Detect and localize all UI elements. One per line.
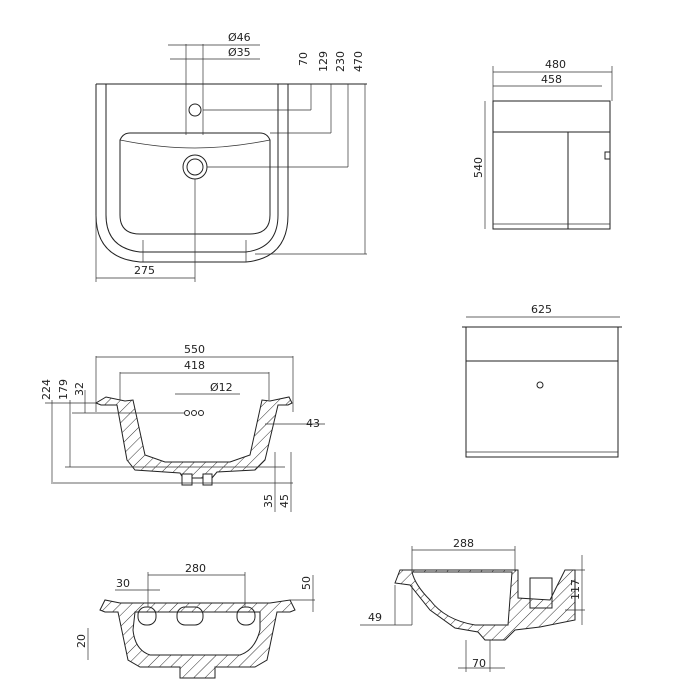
wall-43: 43 [306,417,320,430]
dia-46-label: Ø46 [228,31,251,44]
tap-hole [188,103,202,117]
dim-275: 275 [134,264,155,277]
height-224: 224 [40,379,53,400]
top-view: Ø46 Ø35 70 129 230 470 275 [95,31,367,282]
cabinet-side-view: 480 458 540 [472,58,613,230]
dim-288: 288 [453,537,474,550]
overflow-slot-left [137,606,157,626]
overflow-slot-center [176,606,204,626]
dim-20: 20 [75,634,88,648]
dim-129: 129 [317,51,330,72]
section-view: 550 418 Ø12 43 224 179 32 35 45 [40,343,325,512]
dim-50: 50 [300,576,313,590]
width-418: 418 [184,359,205,372]
dim-70-side: 70 [472,657,486,670]
dim-30: 30 [116,577,130,590]
bottom-view: 280 30 50 20 [75,562,315,679]
dim-117: 117 [569,579,582,600]
side-section-view: 288 117 49 70 [360,537,585,672]
height-32: 32 [73,382,86,396]
dim-49: 49 [368,611,382,624]
dim-280: 280 [185,562,206,575]
height-179: 179 [57,379,70,400]
dia-35-label: Ø35 [228,46,251,59]
overflow-slot-right [236,606,256,626]
width-550: 550 [184,343,205,356]
dim-70: 70 [297,52,310,66]
width-625: 625 [531,303,552,316]
dim-45: 45 [278,494,291,508]
knob [536,381,544,389]
dim-470: 470 [352,51,365,72]
hole-dia-12: Ø12 [210,381,233,394]
dim-35: 35 [262,494,275,508]
height-540: 540 [472,157,485,178]
width-480: 480 [545,58,566,71]
width-458: 458 [541,73,562,86]
cabinet-front-view: 625 [462,303,622,458]
dim-230: 230 [334,51,347,72]
